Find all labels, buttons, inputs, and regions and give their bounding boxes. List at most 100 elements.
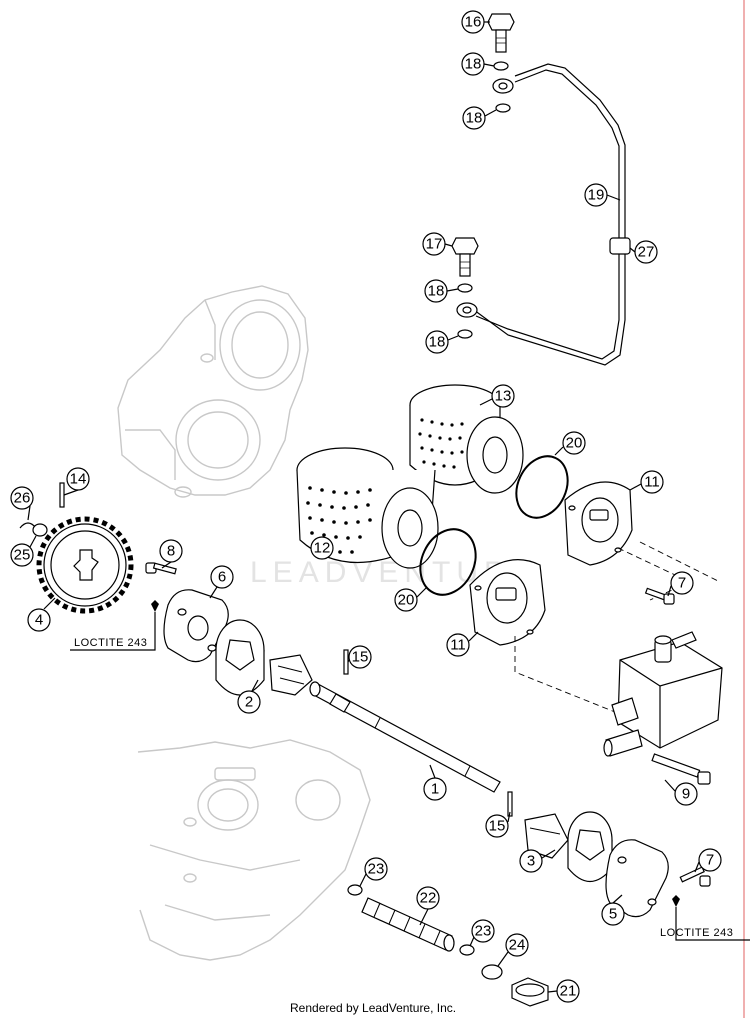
callout-7: 7 [670,571,694,595]
oil-filter-front [296,447,439,569]
callout-18: 18 [462,106,486,130]
callout-group: 16 18 18 19 27 17 18 18 13 20 11 14 26 2… [10,10,722,1003]
pump-rotor-outer [215,619,265,696]
callout-6: 6 [210,565,234,589]
callout-5: 5 [601,902,625,926]
pin-upper [59,482,65,508]
callout-16: 16 [461,10,485,34]
callout-27: 27 [634,240,658,264]
footer-text: Rendered by LeadVenture, Inc. [290,1001,456,1015]
callout-24: 24 [505,933,529,957]
oil-pump-housing [603,631,723,757]
svg-text:18: 18 [428,283,445,300]
pump-cover-plate [163,589,229,663]
callout-3: 3 [519,849,543,873]
callout-11: 11 [640,470,664,494]
pump-rotor-outer-lower [567,811,613,883]
svg-text:16: 16 [465,14,482,31]
svg-text:11: 11 [450,637,466,654]
svg-text:11: 11 [644,474,660,491]
svg-text:9: 9 [682,786,690,803]
oil-pump-gear [36,516,134,614]
svg-text:18: 18 [465,56,482,73]
loctite-label-right: LOCTITE 243 [660,907,750,941]
svg-text:2: 2 [245,694,253,711]
callout-4: 4 [27,608,51,632]
svg-text:20: 20 [566,435,583,452]
callout-8: 8 [159,539,183,563]
svg-text:15: 15 [489,818,506,835]
svg-text:6: 6 [218,569,226,586]
screw-upper [644,587,675,605]
callout-20: 20 [562,431,586,455]
callout-15: 15 [348,645,372,669]
callout-23: 23 [364,857,388,881]
svg-text:LOCTITE 243: LOCTITE 243 [74,637,147,649]
callout-23: 23 [471,919,495,943]
threadlock-drop-right [672,895,680,907]
callout-11: 11 [446,633,470,657]
oil-screen [361,897,455,952]
washer [32,523,48,537]
screw-lower [672,866,711,907]
svg-text:14: 14 [70,471,87,488]
threadlock-drop-left [151,600,159,612]
oil-line-pipe [473,63,631,366]
svg-text:25: 25 [14,547,31,564]
svg-text:1: 1 [431,781,439,798]
callout-9: 9 [674,782,698,806]
svg-text:LOCTITE 243: LOCTITE 243 [660,927,733,939]
svg-text:24: 24 [509,937,526,954]
loctite-label-left: LOCTITE 243 [70,612,156,651]
callout-21: 21 [556,979,580,1003]
callout-25: 25 [10,543,34,567]
svg-text:17: 17 [426,236,443,253]
svg-text:7: 7 [678,575,686,592]
svg-text:23: 23 [475,923,492,940]
pump-cover-plate-lower [605,839,669,918]
callout-22: 22 [416,886,440,910]
svg-text:26: 26 [14,490,31,507]
svg-text:20: 20 [398,592,415,609]
banjo-bolt-upper [487,13,515,113]
o-ring-small-upper [347,884,363,896]
callout-1: 1 [423,777,447,801]
engine-casing-upper [117,285,309,498]
callout-15: 15 [485,814,509,838]
svg-text:23: 23 [368,861,385,878]
svg-text:3: 3 [527,853,535,870]
svg-text:27: 27 [638,244,655,261]
housing-bolt [651,753,711,785]
pin-shaft-lower [507,791,513,817]
callout-18: 18 [424,279,448,303]
pump-rotor-inner-lower [524,813,569,859]
callout-2: 2 [237,690,261,714]
callout-20: 20 [394,588,418,612]
filter-cover-front [469,559,546,646]
callout-13: 13 [491,384,515,408]
svg-text:4: 4 [35,612,43,629]
o-ring-front [419,528,477,596]
banjo-bolt-lower [451,237,479,339]
o-ring-rear [515,455,569,519]
pump-rotor-inner [269,654,313,696]
filter-cover-rear [564,481,633,566]
pipe-clamp [609,237,631,255]
svg-text:18: 18 [429,334,446,351]
svg-text:5: 5 [609,906,617,923]
o-ring-plug [481,964,503,980]
callout-19: 19 [584,183,608,207]
callout-18: 18 [425,330,449,354]
svg-text:13: 13 [495,388,512,405]
oil-filter-rear [409,384,524,494]
svg-text:12: 12 [314,540,331,557]
o-ring-small-lower [459,944,475,956]
pin-shaft-upper [343,649,349,675]
callout-17: 17 [422,232,446,256]
drain-plug [511,977,549,1007]
svg-text:19: 19 [588,187,605,204]
alignment-lines [514,541,721,719]
callout-12: 12 [310,536,334,560]
